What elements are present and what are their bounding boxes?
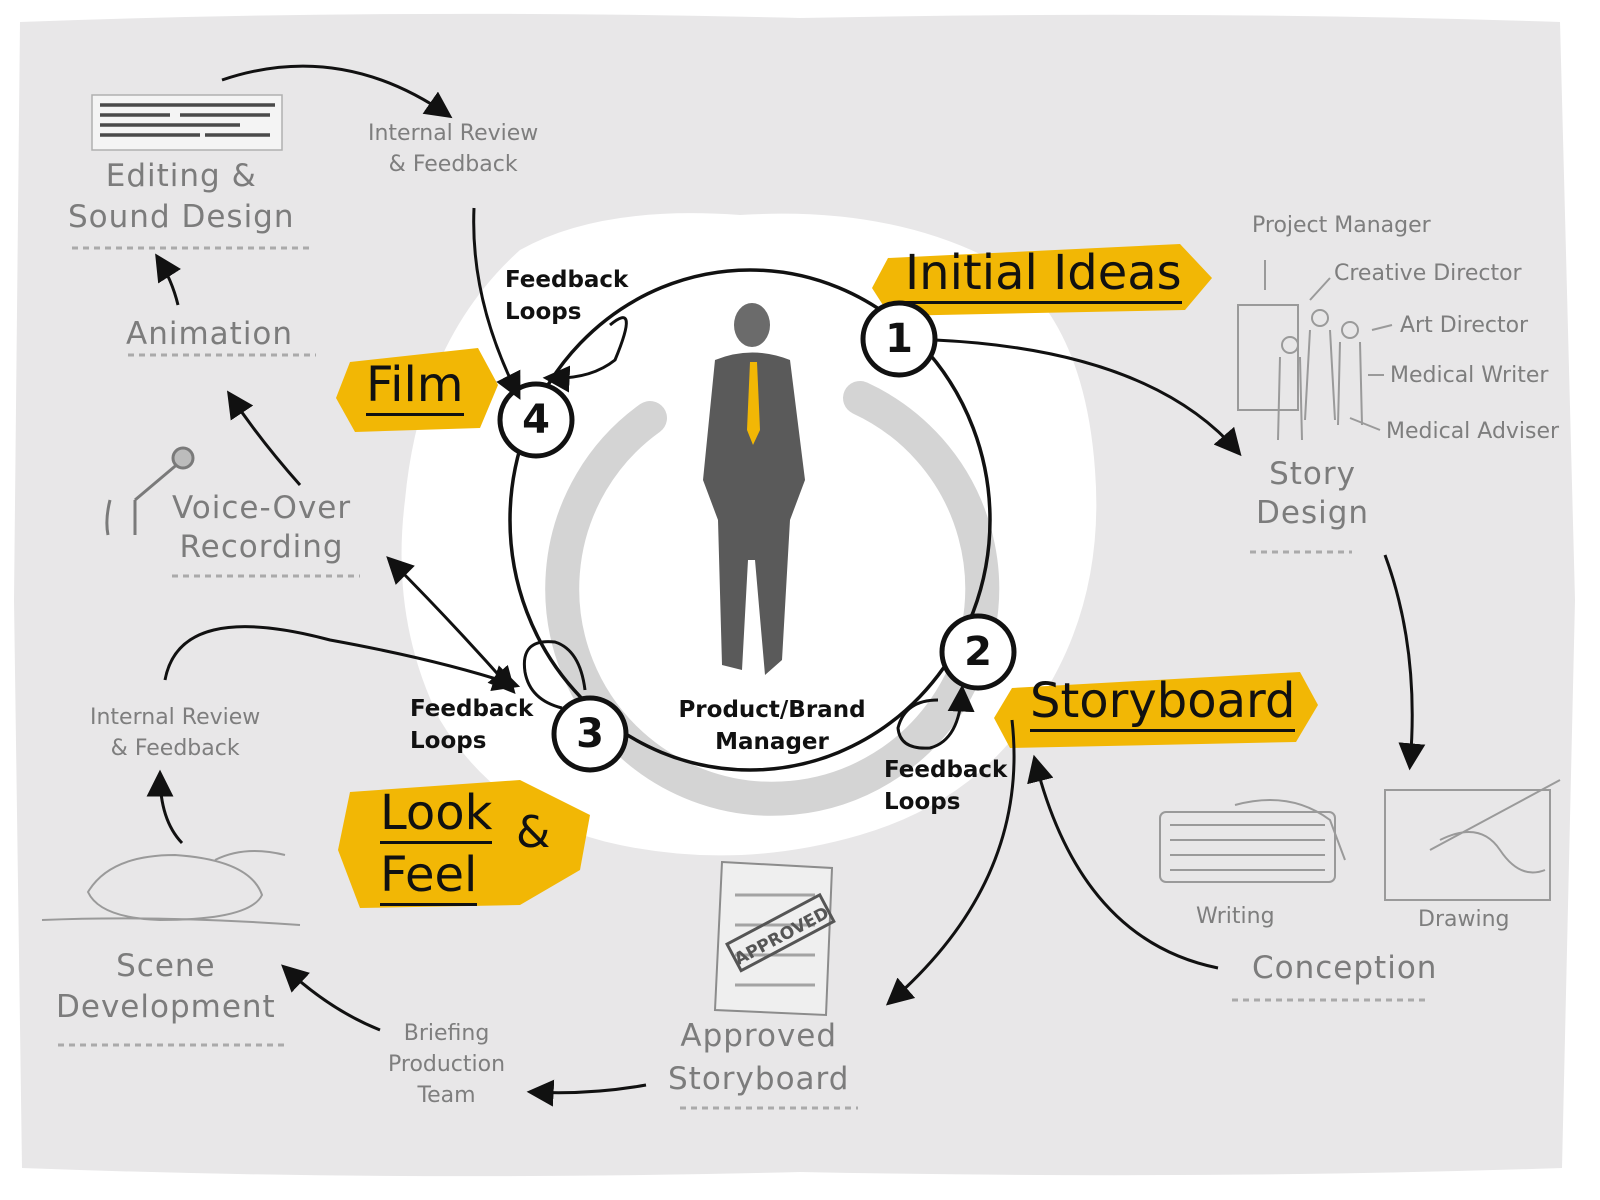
- highlight-storyboard: [994, 672, 1318, 748]
- step-editing-line2: Sound Design: [68, 198, 295, 235]
- team-project-manager: Project Manager: [1252, 213, 1431, 238]
- highlight-look-feel: [338, 780, 590, 908]
- step-scene-line2: Development: [56, 988, 276, 1025]
- step-voice-over: Voice-Over Recording: [172, 492, 351, 563]
- feedback-look-line2: Loops: [410, 728, 487, 755]
- stage-2-number: 2: [964, 629, 992, 675]
- editing-timeline-sketch: [91, 94, 283, 151]
- stage-3-title-line2: Feel: [380, 847, 478, 906]
- stage-3-title-amp: &: [516, 807, 551, 858]
- hand-mouse-sketch: [41, 850, 301, 926]
- center-label-line2: Manager: [715, 729, 829, 756]
- step-editing: Editing & Sound Design: [68, 160, 295, 233]
- manager-figure: [703, 303, 805, 675]
- step-animation: Animation: [126, 316, 294, 352]
- badge-2-ring: [939, 613, 1017, 691]
- highlight-initial-ideas: [872, 244, 1212, 316]
- feedback-film-line2: Loops: [505, 299, 582, 326]
- cycle-circle: [508, 268, 992, 772]
- badge-1-ring: [860, 300, 938, 378]
- writing-sketch: [1159, 799, 1346, 883]
- step-review-low-line2: & Feedback: [110, 736, 240, 762]
- step-review-top-line2: & Feedback: [388, 152, 518, 178]
- stage-1-number: 1: [885, 316, 913, 362]
- drawing-sketch: [1384, 779, 1561, 901]
- stage-4-number: 4: [522, 397, 550, 443]
- step-voice-line1: Voice-Over: [172, 490, 352, 526]
- step-story-design-line1: Story: [1269, 456, 1356, 492]
- step-scene-development: Scene Development: [56, 950, 276, 1023]
- stage-2-title: Storyboard: [1030, 673, 1296, 732]
- stage-3-number: 3: [576, 711, 604, 757]
- loop-story: [896, 684, 975, 750]
- team-medical-writer: Medical Writer: [1390, 363, 1549, 388]
- step-review-low-line1: Internal Review: [90, 705, 261, 730]
- step-approved-line1: Approved: [680, 1018, 838, 1054]
- feedback-film: Feedback Loops: [505, 268, 628, 324]
- microphone-icon: [105, 446, 195, 536]
- team-sketch: [1237, 260, 1393, 441]
- approved-document-sketch: [713, 860, 836, 1017]
- step-briefing-line1: Briefing: [403, 1021, 490, 1046]
- step-internal-review-lower: Internal Review & Feedback: [90, 706, 260, 760]
- step-briefing-line3: Team: [417, 1083, 476, 1109]
- step-briefing: Briefing Production Team: [388, 1022, 505, 1107]
- team-creative-director: Creative Director: [1334, 261, 1522, 286]
- center-label: Product/Brand Manager: [672, 698, 872, 754]
- step-review-top-line1: Internal Review: [368, 121, 539, 146]
- stage-4-title: Film: [366, 357, 464, 416]
- logo-ring: [545, 381, 1000, 816]
- feedback-story-line1: Feedback: [884, 757, 1008, 783]
- step-drawing: Drawing: [1418, 907, 1510, 932]
- center-label-line1: Product/Brand: [678, 697, 866, 723]
- badge-3-ring: [551, 695, 629, 773]
- feedback-storyboard: Feedback Loops: [884, 758, 1007, 814]
- feedback-film-line1: Feedback: [505, 267, 629, 293]
- stage-3-title-line1: Look: [380, 785, 493, 844]
- label-underlines: [58, 246, 1430, 1110]
- step-internal-review-top: Internal Review & Feedback: [368, 122, 538, 176]
- highlight-film: [336, 348, 498, 432]
- step-scene-line1: Scene: [116, 948, 216, 984]
- stage-1-title: Initial Ideas: [905, 245, 1182, 304]
- step-story-design: Story Design: [1256, 458, 1369, 529]
- flow-arrows: [146, 64, 1426, 1107]
- feedback-look-line1: Feedback: [410, 696, 534, 722]
- step-conception: Conception: [1252, 950, 1438, 986]
- feedback-look: Feedback Loops: [410, 697, 533, 753]
- team-art-director: Art Director: [1400, 313, 1529, 338]
- step-story-design-line2: Design: [1256, 494, 1370, 531]
- step-voice-line2: Recording: [179, 528, 344, 565]
- team-medical-adviser: Medical Adviser: [1386, 419, 1560, 444]
- step-editing-line1: Editing &: [105, 158, 257, 194]
- badge-4-ring: [497, 381, 575, 459]
- loop-film: [542, 316, 628, 393]
- loop-look: [522, 640, 587, 710]
- feedback-story-line2: Loops: [884, 789, 961, 816]
- step-approved-storyboard: Approved Storyboard: [668, 1020, 849, 1095]
- step-writing: Writing: [1196, 904, 1275, 929]
- step-briefing-line2: Production: [388, 1052, 506, 1078]
- step-approved-line2: Storyboard: [668, 1060, 850, 1097]
